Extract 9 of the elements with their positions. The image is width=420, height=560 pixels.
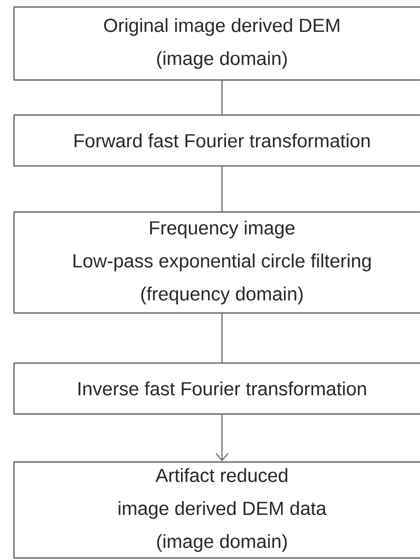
connector-line: [221, 80, 223, 114]
process-box: Inverse fast Fourier transformation: [13, 362, 420, 415]
process-box: Artifact reduced image derived DEM data (image domain): [13, 461, 420, 559]
connector-line: [221, 166, 223, 212]
process-box: Frequency image Low-pass exponential circle filtering (frequency domain): [13, 211, 420, 314]
process-box: Forward fast Fourier transformation: [13, 114, 420, 167]
arrow: [216, 414, 228, 462]
connector-line: [221, 314, 223, 362]
process-box: Original image derived DEM (image domain): [13, 6, 420, 81]
